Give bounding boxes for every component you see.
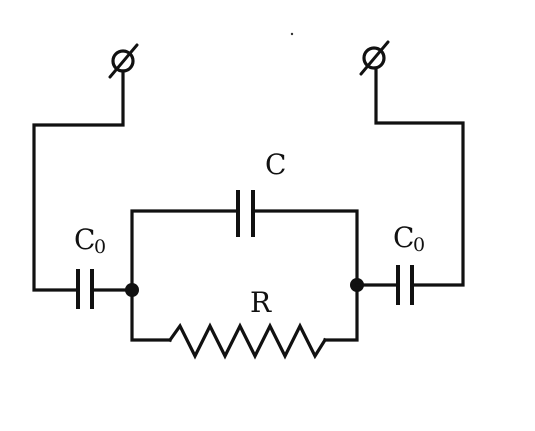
left-coupling-label-sub: 0	[94, 236, 106, 258]
left-lead-wire	[32, 69, 125, 292]
lower-branch-wire-right	[323, 283, 359, 342]
right-coupling-label: C 0	[393, 221, 425, 256]
parallel-capacitor	[236, 190, 255, 237]
right-coupling-label-sub: 0	[413, 234, 425, 256]
left-coupling-label: C 0	[74, 223, 106, 258]
left-terminal	[108, 43, 139, 79]
stray-mark	[290, 32, 294, 36]
left-junction-node	[125, 283, 139, 297]
left-coupling-capacitor	[76, 269, 94, 309]
right-coupling-label-main: C	[393, 221, 414, 254]
right-coupling-capacitor	[396, 265, 414, 305]
resistor-label: R	[250, 286, 272, 319]
upper-branch-wire-right	[251, 209, 359, 287]
upper-branch-wire-left	[130, 209, 240, 292]
right-lead-wire	[374, 66, 465, 287]
right-terminal	[359, 40, 390, 76]
capacitor-label: C	[265, 148, 286, 181]
left-coupling-label-main: C	[74, 223, 95, 256]
lower-branch-wire	[130, 288, 172, 342]
resistor	[167, 322, 328, 360]
